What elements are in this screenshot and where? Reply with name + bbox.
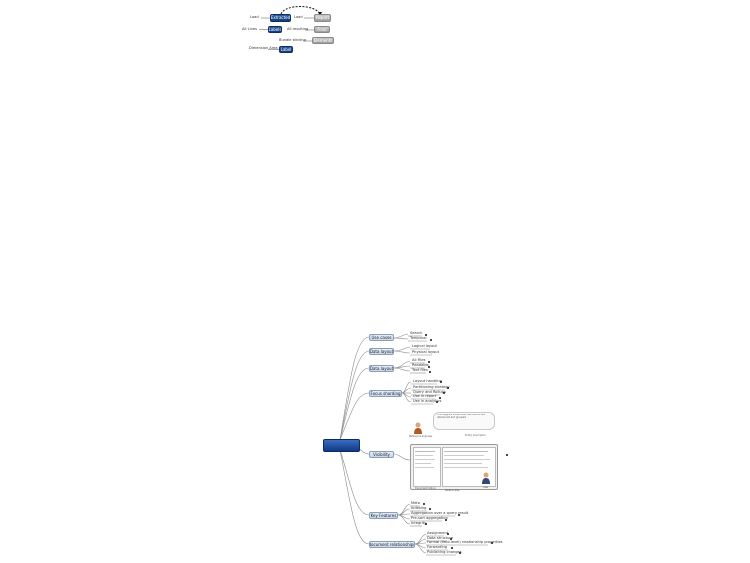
item-use-in-report[interactable]: Use in report — [413, 394, 437, 398]
top-right-label-2: All resulting — [287, 27, 309, 31]
note-marker[interactable] — [451, 547, 453, 549]
item-forwarding[interactable]: Forwarding — [427, 545, 448, 549]
item-aggregation[interactable]: Aggregation over a query result — [411, 511, 469, 515]
flow-node-elements[interactable]: Elements — [312, 37, 334, 44]
item-layout-handling[interactable]: Layout handling — [413, 379, 442, 383]
engineer-label: Reference engineer — [409, 435, 433, 438]
note-marker[interactable] — [436, 401, 438, 403]
item-temporal[interactable]: Temporal — [410, 336, 427, 340]
top-right-label-3: Bundle binding — [279, 38, 307, 42]
branch-use-cases[interactable]: Use cases — [369, 334, 394, 341]
item-pre-sort-aggregation[interactable]: Pre-sort aggregation — [411, 516, 448, 520]
item-query-and-rollups[interactable]: Query and Rollups — [413, 390, 446, 394]
item-search[interactable]: Search — [410, 331, 423, 335]
flow-node-report[interactable]: Report — [314, 14, 331, 22]
item-integrity[interactable]: Integrity — [411, 521, 427, 525]
item-formal-relationship[interactable]: Formal (field-level) relationship proper… — [427, 540, 503, 544]
item-readable[interactable]: Readable — [412, 363, 429, 367]
bubble-label: Entity description — [465, 434, 487, 437]
visibility-illustration: The diagram shows how the records are re… — [405, 410, 505, 495]
note-marker[interactable] — [428, 361, 430, 363]
note-marker[interactable] — [445, 519, 447, 521]
top-right-label-1: Load — [294, 15, 303, 19]
item-assignment[interactable]: Assignment — [427, 531, 449, 535]
top-left-label-2: All Lines — [242, 27, 257, 31]
branch-data-layout-2[interactable]: Data layout — [369, 365, 394, 372]
note-marker[interactable] — [459, 552, 461, 554]
flow-node-labels[interactable]: Labels — [268, 26, 282, 33]
top-left-label-1: Load — [250, 15, 259, 19]
note-marker[interactable] — [506, 454, 508, 456]
item-all-files[interactable]: All Files — [412, 358, 426, 362]
bubble-text: The diagram shows how the records are re… — [437, 414, 485, 419]
item-physical-layout[interactable]: Physical layout — [412, 350, 439, 354]
branch-data-layout-1[interactable]: Data layout — [369, 348, 394, 355]
user-label: User — [483, 486, 489, 489]
item-publishing-changes[interactable]: Publishing changes — [427, 550, 462, 554]
note-marker[interactable] — [423, 503, 425, 505]
branch-visibility[interactable]: Visibility — [369, 451, 394, 458]
note-marker[interactable] — [428, 366, 430, 368]
item-logical-layout[interactable]: Logical layout — [412, 344, 437, 348]
speech-bubble — [433, 412, 495, 430]
note-marker[interactable] — [425, 334, 427, 336]
note-marker[interactable] — [429, 508, 431, 510]
item-partitioning-strategy[interactable]: Partitioning strategy — [413, 385, 450, 389]
note-marker[interactable] — [440, 381, 442, 383]
note-marker[interactable] — [447, 533, 449, 535]
branch-key-features[interactable]: Key Features — [369, 512, 398, 519]
engineer-figure-icon — [414, 422, 422, 434]
item-text-files[interactable]: Text files — [412, 368, 428, 372]
note-marker[interactable] — [425, 523, 427, 525]
note-marker[interactable] — [443, 392, 445, 394]
flow-node-label[interactable]: Label — [279, 46, 293, 53]
branch-focus-sharding[interactable]: Focus sharding — [369, 390, 402, 397]
note-marker[interactable] — [439, 397, 441, 399]
screenshot-panel — [410, 444, 498, 490]
branch-document-relationships[interactable]: document relationships — [369, 541, 415, 548]
item-meta[interactable]: Meta — [411, 501, 420, 505]
note-marker[interactable] — [447, 387, 449, 389]
user-figure-icon — [482, 472, 490, 484]
item-indexing[interactable]: Indexing — [411, 506, 427, 510]
document-listing-label: Document listing — [415, 487, 436, 490]
note-marker[interactable] — [450, 538, 452, 540]
item-use-in-analytics[interactable]: Use in analytics — [413, 399, 442, 403]
flow-node-final[interactable]: Final — [314, 26, 330, 33]
item-data-structure[interactable]: Data structure — [427, 536, 454, 540]
central-topic[interactable] — [323, 439, 360, 452]
note-marker[interactable] — [429, 371, 431, 373]
note-marker[interactable] — [491, 542, 493, 544]
note-marker[interactable] — [458, 514, 460, 516]
top-left-label-3: Dimension Area — [249, 46, 278, 50]
note-marker[interactable] — [430, 339, 432, 341]
screen-caption: Relationship — [445, 489, 460, 492]
flow-node-extracted[interactable]: Extracted — [270, 14, 291, 22]
